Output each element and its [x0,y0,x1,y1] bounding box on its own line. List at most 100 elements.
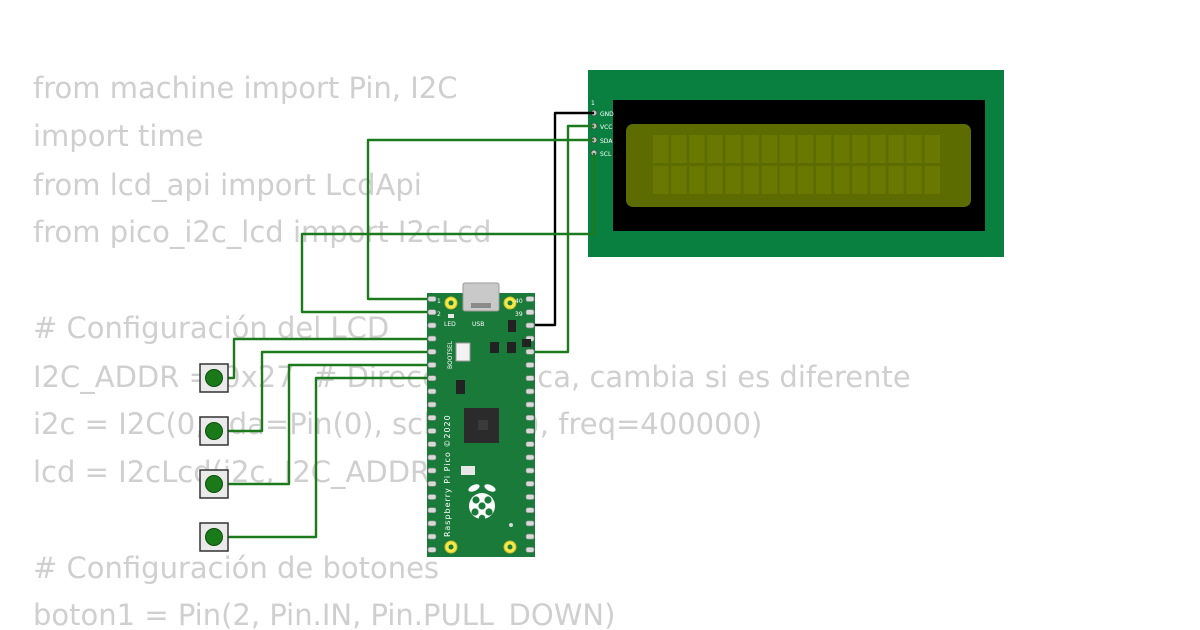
pico-pin-right[interactable] [525,375,535,382]
lcd-character-cell [906,166,922,194]
lcd-1602-display[interactable]: 1 GND VCC SDA SCL [588,70,1004,257]
pico-pin-left[interactable] [427,362,437,368]
pico-pin-right[interactable] [525,309,535,316]
pico-pin-right[interactable] [525,520,535,527]
pico-pin-left[interactable] [427,494,437,500]
pico-pin-left[interactable] [427,467,437,474]
pico-pin-right[interactable] [525,428,535,434]
push-button-3[interactable] [199,469,229,499]
pico-pin-left[interactable] [427,401,437,408]
lcd-character-cell [797,135,814,163]
pico-pin-left[interactable] [427,309,437,316]
pico-pin-left[interactable] [427,454,437,461]
pico-pin-left[interactable] [427,388,437,395]
pico-pin-right[interactable] [525,388,535,395]
pico-pin-left[interactable] [427,375,437,382]
pico-pin-right[interactable] [525,401,535,408]
pico-pin-left[interactable] [427,480,437,487]
pico-pin-right[interactable] [525,507,535,514]
lcd-character-cell [924,135,940,163]
lcd-character-cell [888,166,904,194]
bootsel-button[interactable] [455,342,471,362]
pico-pin-right[interactable] [525,414,535,421]
lcd-character-cell [815,135,832,163]
pico-pin-right[interactable] [525,441,535,448]
lcd-character-cell [671,166,687,194]
pico-pin-right[interactable] [525,362,535,368]
led-label: LED [444,321,456,328]
pico-pin-left[interactable] [427,296,437,302]
code-line: import time [33,119,204,153]
pico-pin-right[interactable] [525,467,535,474]
usb-label: USB [472,321,484,328]
wire-scl[interactable] [300,153,596,314]
lcd-pin-label-scl: SCL [600,151,612,158]
pico-pin-left[interactable] [427,335,437,342]
lcd-character-cell [689,135,705,163]
lcd-character-cell [870,135,886,163]
code-line: boton1 = Pin(2, Pin.IN, Pin.PULL_DOWN) [33,598,616,630]
small-component-5 [456,380,465,394]
pico-pin-right[interactable] [525,322,535,329]
push-button-1[interactable] [199,363,229,393]
pin-39-label: 39 [515,311,523,318]
lcd-pin-label-vcc: VCC [600,124,612,131]
button-cap[interactable] [205,475,223,493]
lcd-character-cell [815,166,832,194]
small-component-3 [522,339,531,347]
pico-pin-right[interactable] [525,296,535,302]
wire-vcc[interactable] [523,124,594,354]
wire-button-4[interactable] [214,376,431,539]
button-cap[interactable] [205,369,223,387]
lcd-character-cell [671,135,687,163]
pico-pin-left[interactable] [427,546,437,553]
lcd-character-cell [653,135,669,163]
push-button-2[interactable] [199,416,229,446]
lcd-character-cell [797,166,814,194]
pico-pin-left[interactable] [427,507,437,514]
wire-button-3[interactable] [214,363,431,486]
code-line: from lcd_api import LcdApi [33,168,422,202]
pico-pin-right[interactable] [525,348,535,355]
lcd-character-cell [761,135,778,163]
pico-pin-right[interactable] [525,454,535,461]
pico-pin-right[interactable] [525,494,535,500]
push-button-4[interactable] [199,522,229,552]
wire-sda[interactable] [366,138,594,301]
lcd-character-cell [761,166,778,194]
pico-pin-left[interactable] [427,533,437,540]
wire-button-1[interactable] [214,337,431,380]
lcd-character-cell [779,135,796,163]
code-line: # Configuración de botones [33,551,440,585]
small-component-2 [507,342,516,353]
wire-gnd[interactable] [523,111,594,327]
pico-pin-left[interactable] [427,322,437,329]
pico-pin-left[interactable] [427,348,437,355]
wire-button-2[interactable] [214,350,431,433]
raspberry-pi-pico[interactable]: LED USB BOOTSEL Raspberry Pi Pico ©2020 [427,282,535,557]
pico-left-pin-header [427,296,437,553]
pico-pin-right[interactable] [525,480,535,487]
lcd-pin-label-gnd: GND [600,111,614,118]
lcd-character-grid [653,135,940,194]
bootsel-label: BOOTSEL [447,340,454,369]
lcd-character-cell [852,166,868,194]
lcd-character-cell [906,135,922,163]
pico-pin-left[interactable] [427,441,437,448]
lcd-pin-number: 1 [591,100,595,107]
lcd-character-cell [834,135,850,163]
pico-pin-left[interactable] [427,414,437,421]
pico-pin-left[interactable] [427,428,437,434]
lcd-character-cell [725,135,741,163]
button-cap[interactable] [205,422,223,440]
pico-pin-left[interactable] [427,520,437,527]
pico-pin-right[interactable] [525,546,535,553]
code-line: from pico_i2c_lcd import I2cLcd [33,215,492,249]
lcd-character-cell [689,166,705,194]
lcd-character-cell [725,166,741,194]
button-cap[interactable] [205,528,223,546]
pico-pin-right[interactable] [525,533,535,540]
usb-connector-slot [471,303,491,308]
